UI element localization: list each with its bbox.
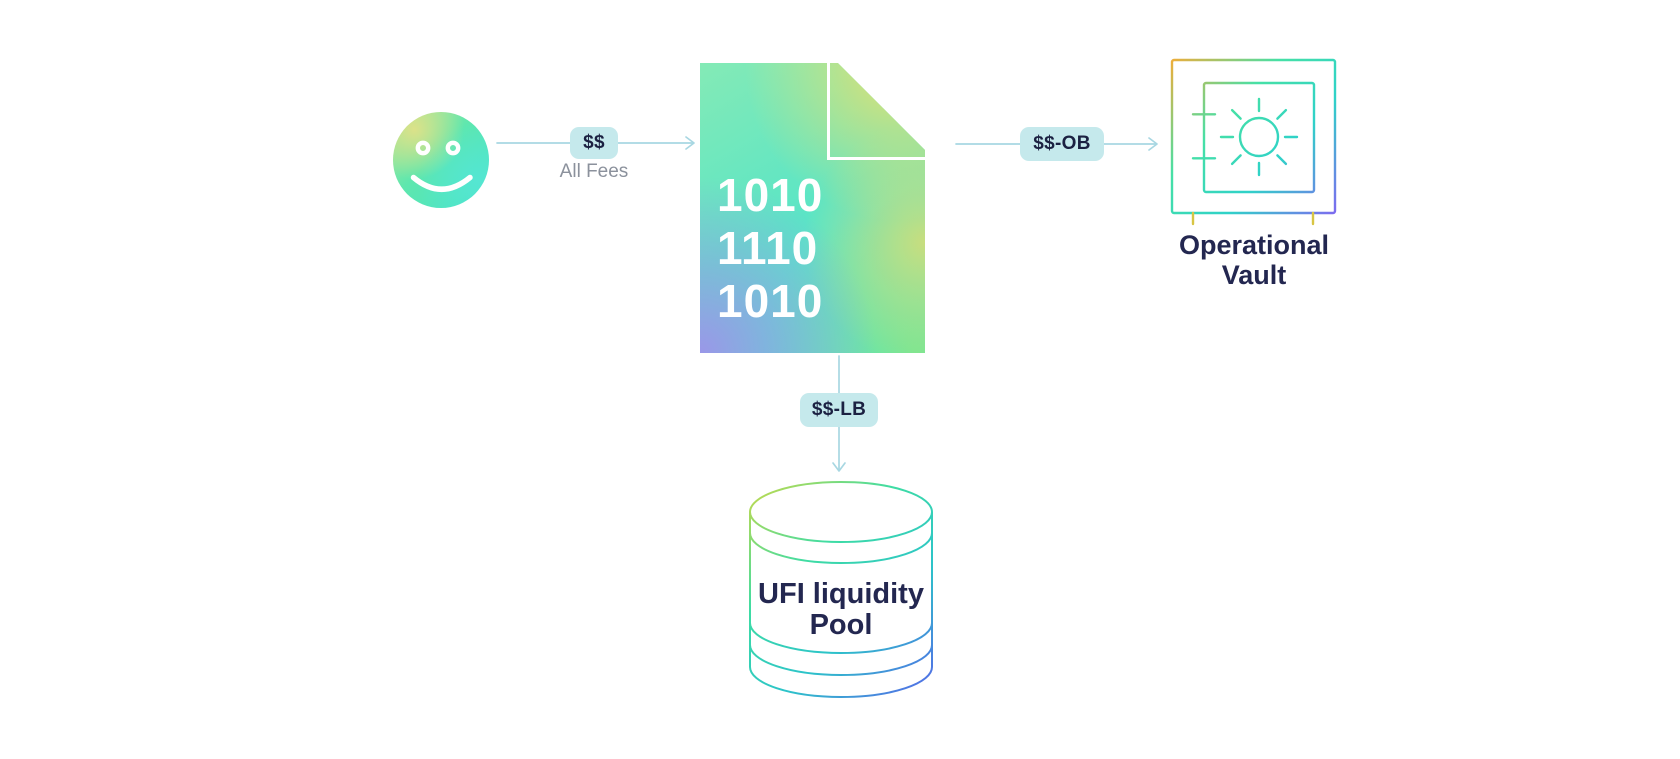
vault-label: Operational Vault xyxy=(1154,230,1354,290)
vault-label-line: Operational xyxy=(1178,230,1330,260)
binary-code-text: 1010 1110 1010 xyxy=(717,169,823,328)
document-fold-line-horizontal xyxy=(827,157,925,160)
fees-badge-label: $$ xyxy=(583,132,605,153)
lb-badge-label: $$-LB xyxy=(811,399,867,420)
smiley-face-icon xyxy=(393,112,489,208)
lb-badge: $$-LB xyxy=(800,393,878,427)
ob-badge-label: $$-OB xyxy=(1033,133,1091,154)
vault-icon xyxy=(1170,58,1337,226)
binary-line: 1010 xyxy=(717,169,824,221)
ob-badge: $$-OB xyxy=(1020,127,1104,161)
smiley-features-icon xyxy=(410,140,473,192)
binary-line: 1110 xyxy=(717,222,819,274)
pool-label-line: UFI liquidity xyxy=(758,578,924,610)
pool-label-line: Pool xyxy=(809,609,873,641)
liquidity-pool-icon xyxy=(749,481,933,698)
fees-caption: All Fees xyxy=(559,161,629,182)
fees-badge: $$ xyxy=(570,127,618,159)
vault-label-line: Vault xyxy=(1221,260,1287,290)
document-fold-line-vertical xyxy=(827,63,830,160)
binary-line: 1010 xyxy=(717,275,824,327)
binary-document-icon: 1010 1110 1010 xyxy=(700,63,925,353)
pool-label: UFI liquidity Pool xyxy=(741,579,941,641)
